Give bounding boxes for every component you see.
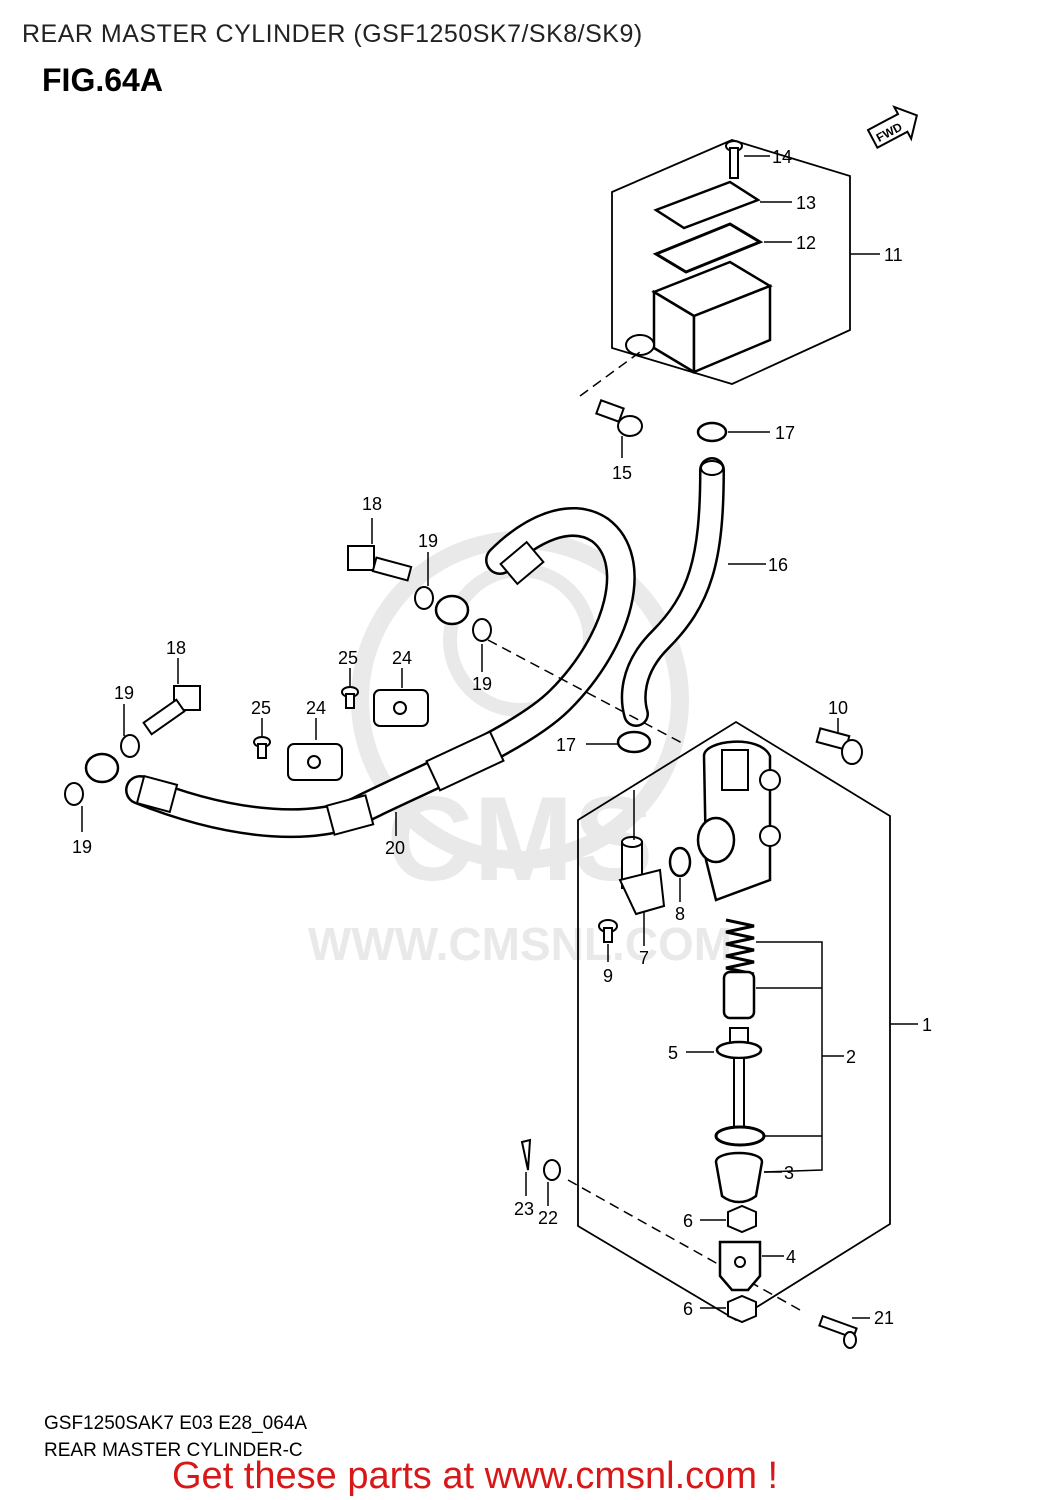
- hose-clamp-lower: [616, 730, 652, 754]
- callout-19-a: 19: [418, 531, 438, 551]
- master-cylinder-mount-bolt: [815, 727, 863, 765]
- leader-lines: [81, 155, 918, 1319]
- callout-25-lower: 25: [251, 698, 271, 718]
- master-cylinder-body: [696, 740, 781, 902]
- washer: [64, 782, 84, 806]
- callout-2: 2: [846, 1047, 856, 1067]
- callout-15: 15: [612, 463, 632, 483]
- callout-18-lower: 18: [166, 638, 186, 658]
- callout-12: 12: [796, 233, 816, 253]
- callout-25-upper: 25: [338, 648, 358, 668]
- callout-10: 10: [828, 698, 848, 718]
- clevis-pin: [818, 1314, 858, 1349]
- hose-fitting-upper: [434, 540, 545, 626]
- hose-connector: [618, 836, 666, 916]
- clamp-screw-upper: [341, 686, 359, 709]
- callout-16: 16: [768, 555, 788, 575]
- washer: [414, 586, 434, 610]
- cotter-pin: [520, 1138, 532, 1171]
- callout-19-b: 19: [472, 674, 492, 694]
- hose-clamp-bracket-lower: [287, 743, 343, 781]
- union-bolt-upper: [347, 545, 413, 582]
- callout-13: 13: [796, 193, 816, 213]
- clevis: [718, 1240, 762, 1292]
- reservoir-cap-screw: [725, 140, 743, 179]
- watermark-logo: CMS WWW.CMSNL.COM: [308, 531, 732, 970]
- locknut-lower: [727, 1294, 757, 1324]
- watermark-logo-text: CMS: [387, 772, 654, 906]
- return-spring: [725, 918, 755, 976]
- callout-22: 22: [538, 1208, 558, 1228]
- forward-arrow-icon: FWD: [866, 105, 919, 150]
- callout-14: 14: [772, 147, 792, 167]
- circlip: [714, 1125, 766, 1147]
- callout-20: 20: [385, 838, 405, 858]
- callout-11: 11: [884, 245, 903, 265]
- callout-18-upper: 18: [362, 494, 382, 514]
- callout-23: 23: [514, 1199, 534, 1219]
- callouts: 14 13 12 11 17 15 16 18 19 19 25 24 18 1…: [72, 147, 932, 1328]
- callout-4: 4: [786, 1247, 796, 1267]
- union-bolt-lower: [142, 685, 201, 736]
- callout-6-lower: 6: [683, 1299, 693, 1319]
- clevis-washer: [543, 1159, 561, 1181]
- callout-17-upper: 17: [775, 423, 795, 443]
- callout-24-lower: 24: [306, 698, 326, 718]
- promo-link-text[interactable]: Get these parts at www.cmsnl.com !: [172, 1455, 779, 1497]
- callout-24-upper: 24: [392, 648, 412, 668]
- diagram-caption: REAR MASTER CYLINDER-C: [44, 1440, 303, 1461]
- callout-19-d: 19: [72, 837, 92, 857]
- callout-5: 5: [668, 1043, 678, 1063]
- master-cylinder-assembly-outline: [577, 720, 891, 1322]
- page-title: REAR MASTER CYLINDER (GSF1250SK7/SK8/SK9…: [22, 20, 643, 48]
- hose-fitting-lower: [84, 752, 179, 814]
- locknut-upper: [727, 1204, 757, 1234]
- o-ring: [668, 846, 692, 878]
- figure-number: FIG.64A: [42, 62, 163, 98]
- washer: [472, 618, 492, 642]
- piston-primary-cup: [722, 970, 756, 1020]
- reservoir-assembly-outline: [611, 139, 851, 385]
- callout-7: 7: [639, 948, 649, 968]
- callout-8: 8: [675, 904, 685, 924]
- hose-clamp-upper: [696, 421, 728, 443]
- reservoir-cap: [653, 180, 761, 230]
- callout-21: 21: [874, 1308, 894, 1328]
- reservoir-mount-bolt: [595, 399, 643, 437]
- connector-screw: [598, 919, 618, 943]
- callout-3: 3: [784, 1163, 794, 1183]
- callout-9: 9: [603, 966, 613, 986]
- reservoir-body: [625, 260, 773, 375]
- callout-6-upper: 6: [683, 1211, 693, 1231]
- dust-boot: [714, 1151, 764, 1204]
- callout-17-lower: 17: [556, 735, 576, 755]
- clamp-screw-lower: [253, 736, 271, 759]
- pushrod: [715, 1027, 763, 1129]
- diagram-code: GSF1250SAK7 E03 E28_064A: [44, 1413, 308, 1434]
- callout-19-c: 19: [114, 683, 134, 703]
- hose-clamp-bracket-upper: [373, 689, 429, 727]
- callout-1: 1: [922, 1015, 932, 1035]
- watermark-url: WWW.CMSNL.COM: [308, 918, 732, 970]
- reservoir-diaphragm: [652, 222, 764, 274]
- washer: [120, 734, 140, 758]
